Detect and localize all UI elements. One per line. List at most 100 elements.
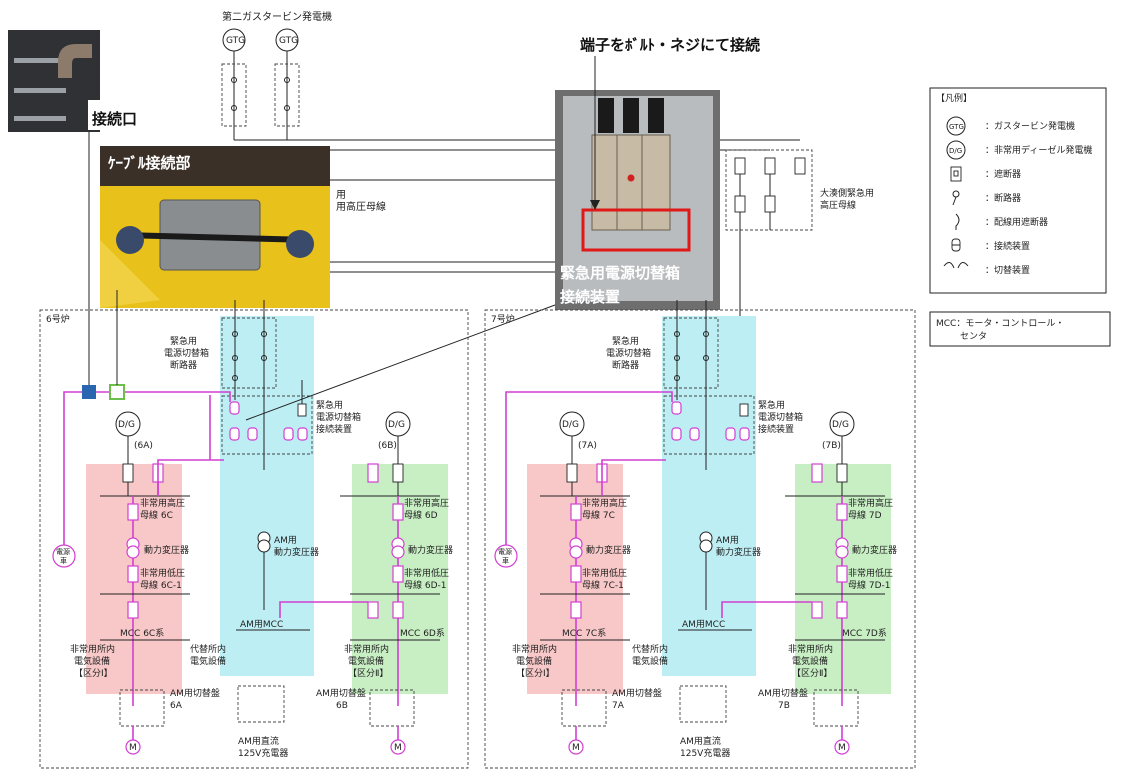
svg-text:動力変圧器: 動力変圧器 (274, 546, 319, 558)
svg-text:AM用切替盤: AM用切替盤 (170, 687, 220, 699)
svg-text:GTG: GTG (949, 123, 964, 131)
hv-bus-label-1: 用 (336, 190, 346, 201)
svg-text:電気設備: 電気設備 (190, 655, 226, 667)
svg-text:MCC 7C系: MCC 7C系 (562, 628, 606, 639)
svg-text:D/G: D/G (388, 420, 405, 430)
svg-text:電源: 電源 (498, 547, 512, 556)
svg-text:緊急用: 緊急用 (170, 335, 197, 347)
connection-device-label: 接続装置 (560, 288, 620, 306)
svg-text:電気設備: 電気設備 (632, 655, 668, 667)
svg-text:緊急用: 緊急用 (316, 399, 343, 411)
svg-text:緊急用: 緊急用 (612, 335, 639, 347)
svg-text:AM用直流: AM用直流 (238, 735, 279, 747)
gtg-1: GTG (222, 28, 246, 140)
svg-text:動力変圧器: 動力変圧器 (586, 544, 631, 556)
svg-text:【区分Ⅰ】: 【区分Ⅰ】 (74, 668, 113, 679)
gtg-plant-label: 第二ガスタービン発電機 (222, 10, 332, 23)
gtg-2-label: GTG (279, 36, 298, 46)
oominato-bus-label-2: 高圧母線 (820, 199, 856, 211)
hv-bus-label-2: 用高圧母線 (336, 200, 386, 213)
svg-text:電気設備: 電気設備 (792, 655, 828, 667)
mcc-note-2: センタ (960, 331, 987, 342)
svg-text:MCC 6C系: MCC 6C系 (120, 628, 164, 639)
legend-title: 【凡例】 (936, 92, 972, 104)
svg-text:電源切替箱: 電源切替箱 (316, 411, 361, 423)
svg-text:125V充電器: 125V充電器 (238, 747, 288, 759)
svg-text:非常用低圧: 非常用低圧 (404, 567, 449, 579)
svg-text:非常用所内: 非常用所内 (788, 643, 833, 655)
unit-7-name: 7号炉 (491, 313, 515, 325)
svg-text:電気設備: 電気設備 (516, 655, 552, 667)
svg-text:【区分Ⅱ】: 【区分Ⅱ】 (348, 668, 388, 679)
legend-item-gtg: GTG ：ガスタービン発電機 (946, 116, 1075, 136)
svg-text:母線 7D: 母線 7D (848, 509, 882, 521)
svg-text:非常用所内: 非常用所内 (70, 643, 115, 655)
svg-text:非常用高圧: 非常用高圧 (140, 497, 185, 509)
svg-text:接続装置: 接続装置 (316, 423, 352, 435)
svg-text:(7B): (7B) (822, 441, 841, 451)
svg-text:7A: 7A (612, 701, 625, 711)
oominato-bus-label-1: 大湊側緊急用 (820, 187, 874, 199)
svg-text:：切替装置: ：切替装置 (985, 264, 1030, 276)
svg-text:電源切替箱: 電源切替箱 (164, 347, 209, 359)
svg-text:AM用: AM用 (716, 535, 739, 546)
svg-text:D/G: D/G (562, 420, 579, 430)
svg-text:D/G: D/G (949, 147, 962, 155)
terminal-highlight (581, 208, 691, 252)
emergency-box-label: 緊急用電源切替箱 (560, 264, 680, 282)
svg-text:母線 7C: 母線 7C (582, 509, 615, 521)
svg-text:電源切替箱: 電源切替箱 (758, 411, 803, 423)
cable-joint-label: ｹｰﾌﾞﾙ接続部 (108, 154, 191, 172)
svg-text:断路器: 断路器 (612, 359, 639, 371)
svg-text:母線 7C-1: 母線 7C-1 (582, 579, 624, 591)
svg-text:車: 車 (60, 556, 67, 565)
svg-text:D/G: D/G (118, 420, 135, 430)
svg-text:7B: 7B (778, 701, 790, 711)
svg-text:非常用高圧: 非常用高圧 (404, 497, 449, 509)
legend-item-switch: ：切替装置 (943, 262, 1030, 276)
svg-text:：ガスタービン発電機: ：ガスタービン発電機 (985, 120, 1075, 132)
unit-7: 7号炉 緊急用 電源切替箱 断路器 緊急用 電源切替箱 接続装置 D/G (7A… (484, 300, 916, 769)
terminal-note: 端子をﾎﾞﾙﾄ・ネジにて接続 (580, 36, 760, 54)
svg-text:電気設備: 電気設備 (74, 655, 110, 667)
svg-text:車: 車 (502, 556, 509, 565)
svg-text:電源切替箱: 電源切替箱 (606, 347, 651, 359)
svg-text:：配線用遮断器: ：配線用遮断器 (985, 216, 1048, 228)
svg-text:M: M (572, 743, 580, 753)
svg-text:AM用切替盤: AM用切替盤 (758, 687, 808, 699)
svg-text:母線 7D-1: 母線 7D-1 (848, 579, 891, 591)
mcc-note-1: MCC：モータ・コントロール・ (936, 318, 1064, 329)
svg-text:動力変圧器: 動力変圧器 (144, 544, 189, 556)
svg-text:非常用低圧: 非常用低圧 (140, 567, 185, 579)
svg-text:緊急用: 緊急用 (758, 399, 785, 411)
legend-item-mccb: ：配線用遮断器 (955, 213, 1048, 230)
svg-text:：断路器: ：断路器 (985, 192, 1021, 204)
svg-text:AM用切替盤: AM用切替盤 (612, 687, 662, 699)
svg-text:D/G: D/G (832, 420, 849, 430)
legend-item-connector: ：接続装置 (951, 238, 1030, 252)
svg-text:動力変圧器: 動力変圧器 (408, 544, 453, 556)
svg-text:母線 6C-1: 母線 6C-1 (140, 579, 182, 591)
unit-6-connector-blue (82, 385, 96, 399)
svg-text:AM用: AM用 (274, 535, 297, 546)
svg-text:電源: 電源 (56, 547, 70, 556)
svg-text:(6B): (6B) (378, 441, 397, 451)
svg-text:非常用高圧: 非常用高圧 (848, 497, 893, 509)
svg-text:動力変圧器: 動力変圧器 (852, 544, 897, 556)
svg-text:(6A): (6A) (134, 441, 153, 451)
svg-text:AM用切替盤: AM用切替盤 (316, 687, 366, 699)
unit-7-frame (484, 309, 916, 769)
svg-text:：接続装置: ：接続装置 (985, 240, 1030, 252)
legend-item-dg: D/G ：非常用ディーゼル発電機 (946, 140, 1092, 160)
cable-joint-photo: ｹｰﾌﾞﾙ接続部 (100, 146, 330, 308)
svg-text:M: M (838, 743, 846, 753)
svg-text:M: M (129, 743, 137, 753)
svg-text:：非常用ディーゼル発電機: ：非常用ディーゼル発電機 (985, 144, 1092, 156)
gtg-2: GTG (275, 28, 299, 140)
legend: 【凡例】 GTG ：ガスタービン発電機 D/G ：非常用ディーゼル発電機 ：遮断… (929, 87, 1111, 347)
unit-6-connector-green (109, 384, 125, 400)
svg-text:断路器: 断路器 (170, 359, 197, 371)
emergency-box-photo: 緊急用電源切替箱 接続装置 (555, 90, 720, 310)
svg-text:【区分Ⅰ】: 【区分Ⅰ】 (516, 668, 555, 679)
svg-text:非常用低圧: 非常用低圧 (848, 567, 893, 579)
